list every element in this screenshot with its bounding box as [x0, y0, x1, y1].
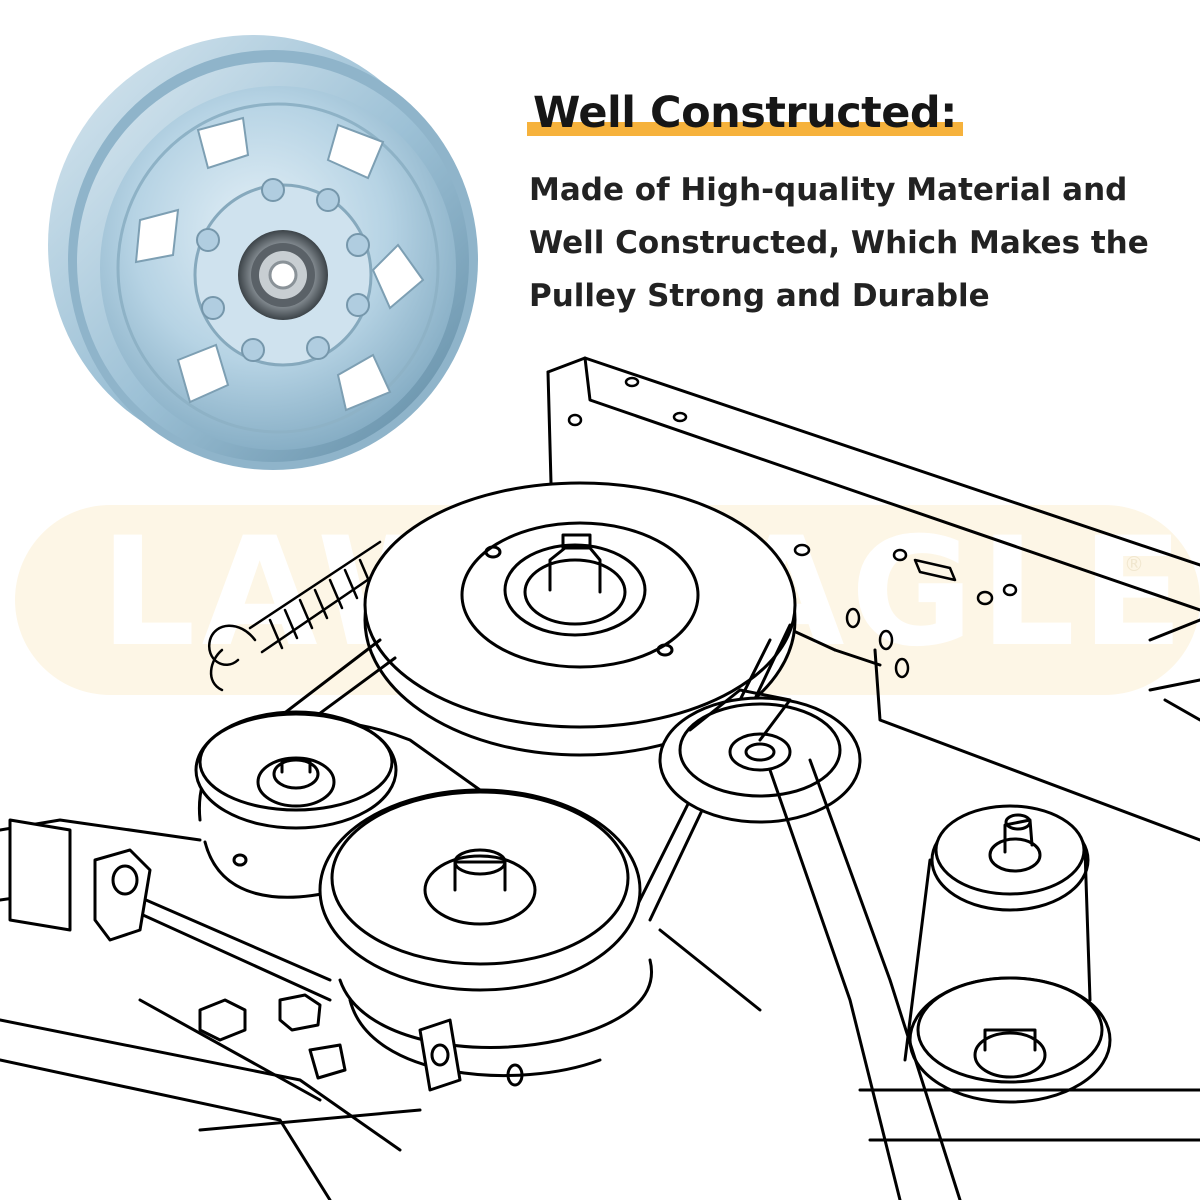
description-line-2: Well Constructed, Which Makes the: [529, 225, 1149, 261]
heading-underline-bar: [527, 122, 963, 136]
heading: Well Constructed:: [533, 88, 957, 138]
description: Made of High-quality Material and Well C…: [529, 164, 1189, 323]
description-line-3: Pulley Strong and Durable: [529, 278, 990, 314]
heading-wrap: Well Constructed:: [527, 88, 963, 138]
watermark-registered-mark: ®: [1124, 552, 1144, 576]
description-line-1: Made of High-quality Material and: [529, 172, 1128, 208]
pulley-photo: [48, 35, 478, 470]
